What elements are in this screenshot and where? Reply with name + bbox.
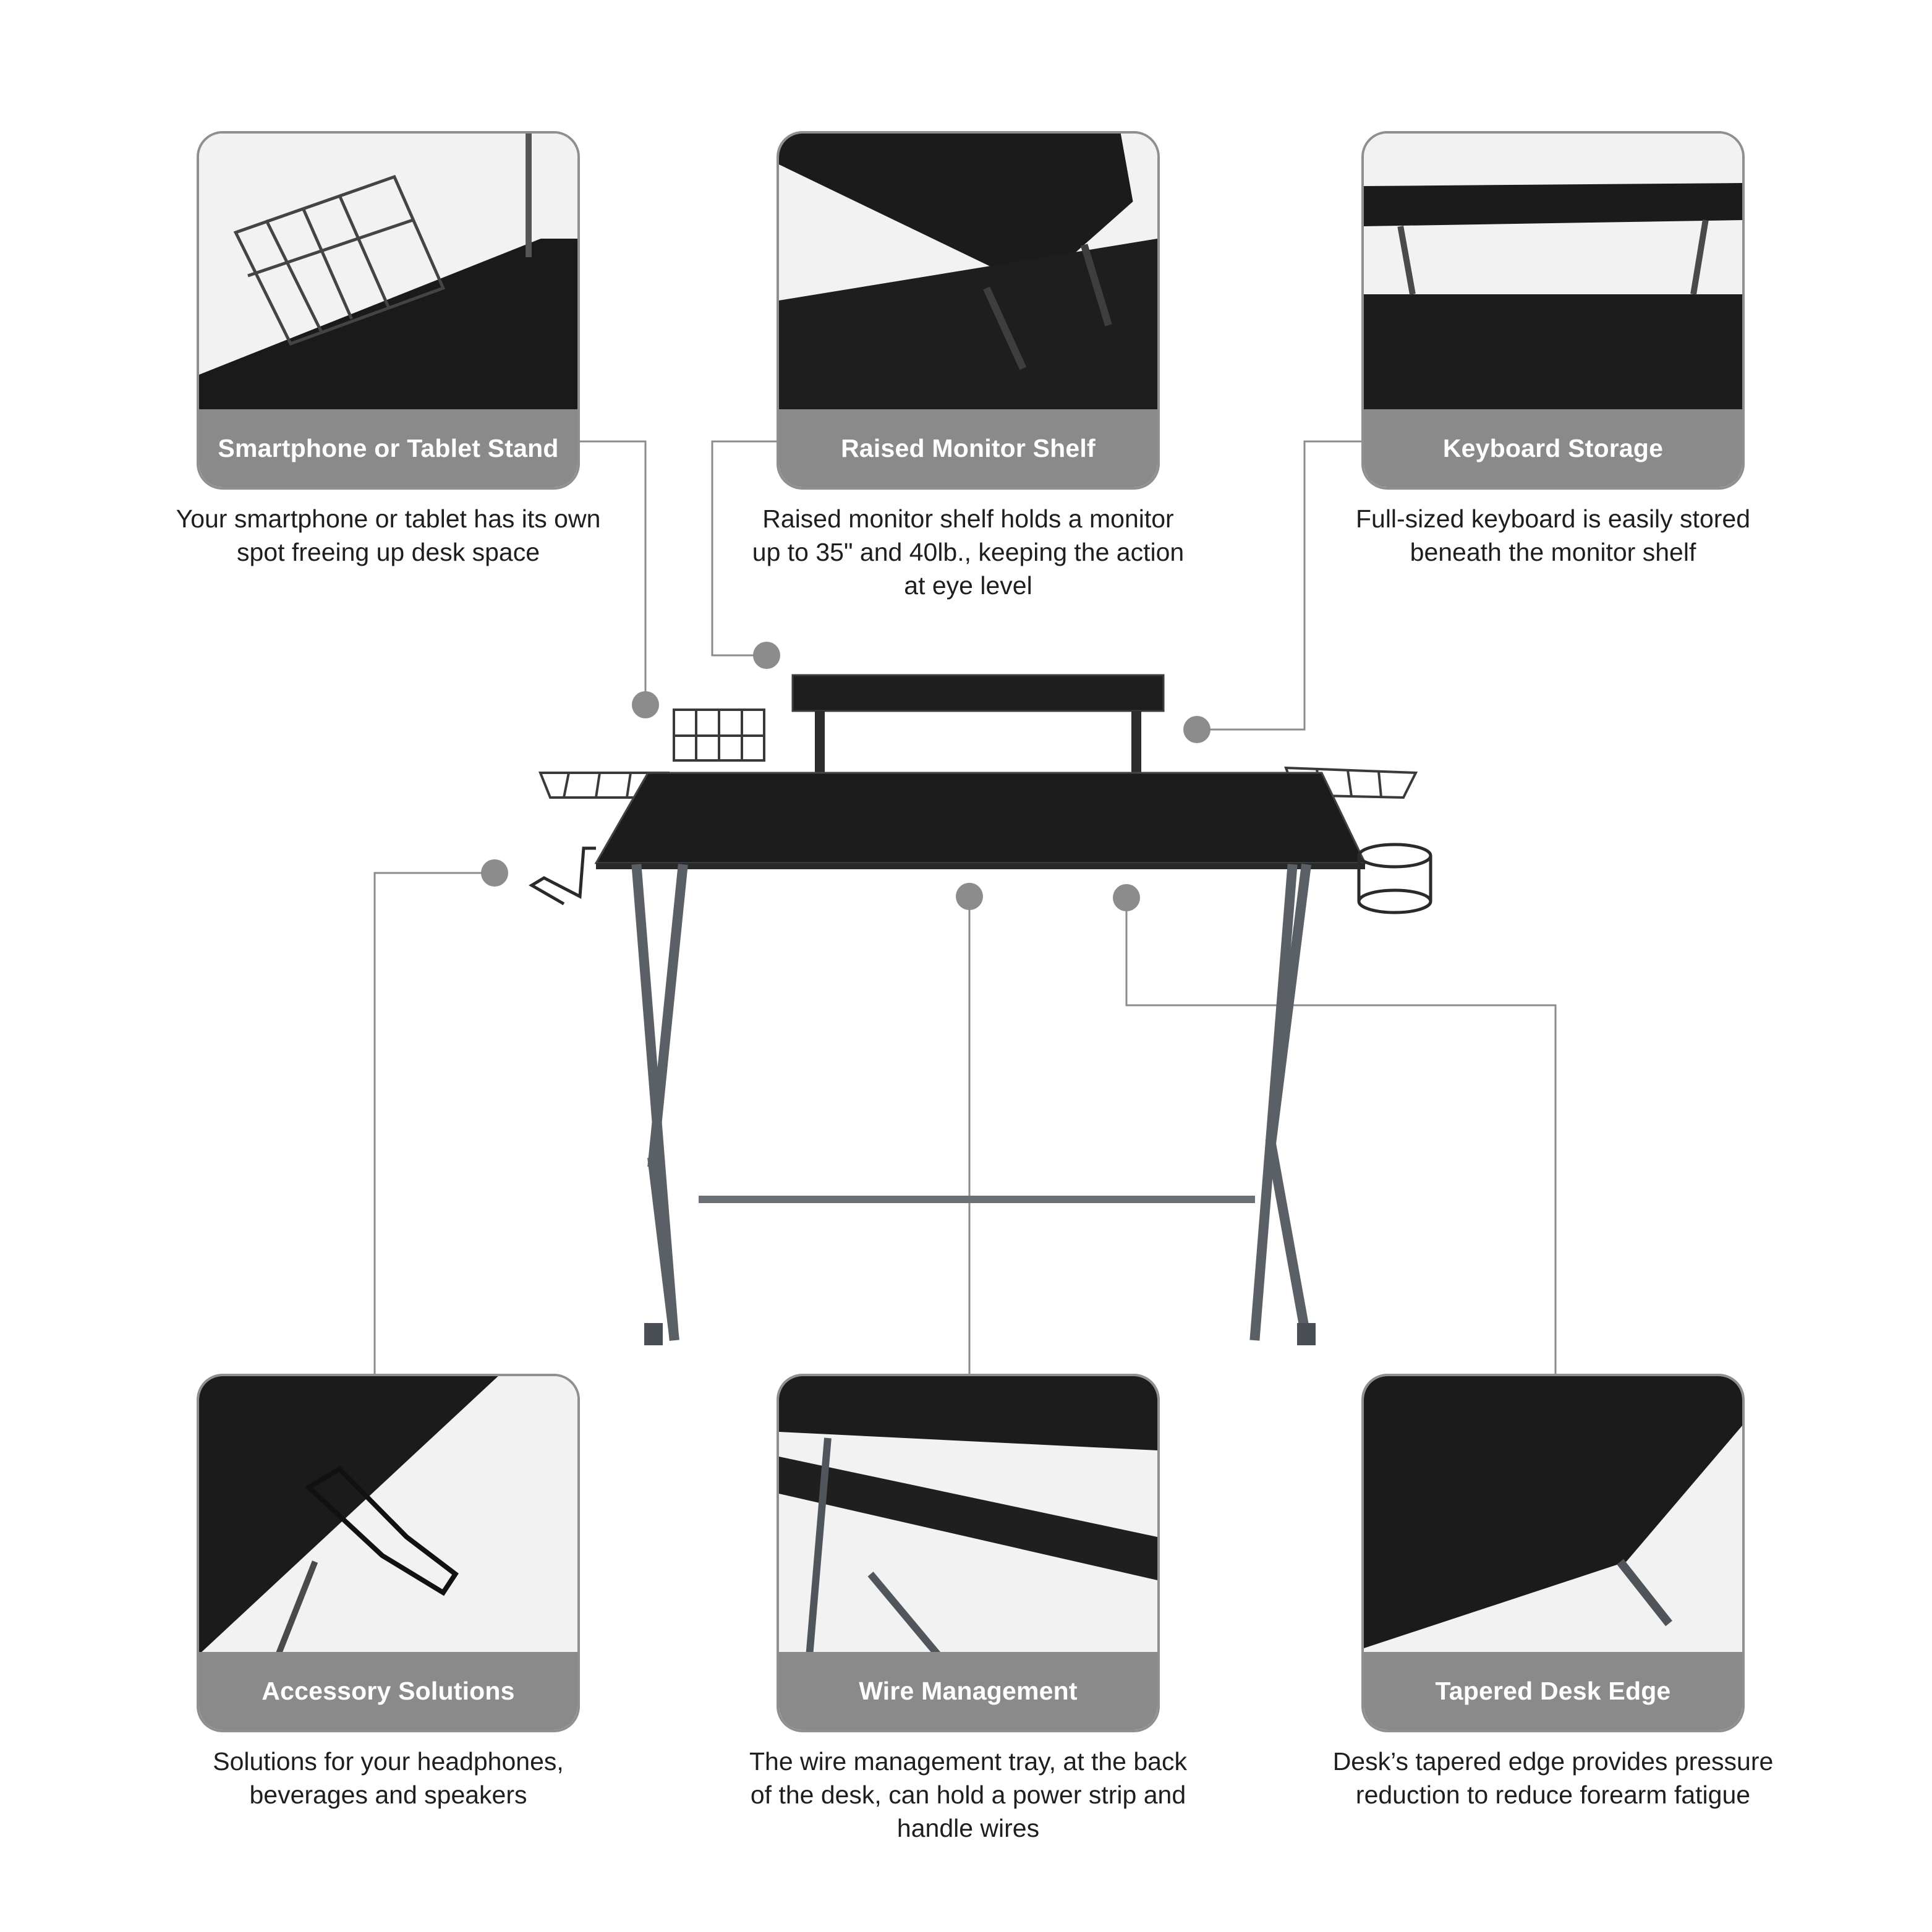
tapered-desk-edge-description: Desk’s tapered edge provides pressure re…: [1332, 1747, 1774, 1809]
feature-card-accessory-solutions: Accessory Solutions: [197, 1374, 580, 1732]
smartphone-stand-title: Smartphone or Tablet Stand: [199, 409, 577, 487]
smartphone-stand-description: Your smartphone or tablet has its own sp…: [176, 504, 601, 566]
feature-card-monitor-shelf: Raised Monitor Shelf: [777, 131, 1160, 490]
callout-dot-monitor-shelf: [753, 642, 780, 669]
feature-card-wire-management: Wire Management: [777, 1374, 1160, 1732]
wire-management-description: The wire management tray, at the back of…: [749, 1747, 1187, 1842]
keyboard-storage-photo: [1364, 134, 1742, 412]
feature-card-smartphone-stand: Smartphone or Tablet Stand: [197, 131, 580, 490]
feature-card-keyboard-storage: Keyboard Storage: [1361, 131, 1745, 490]
keyboard-storage-description: Full-sized keyboard is easily stored ben…: [1355, 504, 1751, 566]
callout-dot-tapered: [1113, 884, 1140, 911]
wire-management-photo: [779, 1376, 1157, 1654]
monitor-shelf-photo: [779, 134, 1157, 412]
accessory-solutions-title: Accessory Solutions: [199, 1652, 577, 1730]
keyboard-storage-title: Keyboard Storage: [1364, 409, 1742, 487]
smartphone-stand-photo: [199, 134, 577, 412]
callout-dot-keyboard: [1183, 716, 1211, 743]
tapered-desk-edge-photo: [1364, 1376, 1742, 1654]
monitor-shelf-title: Raised Monitor Shelf: [779, 409, 1157, 487]
monitor-shelf-description: Raised monitor shelf holds a monitor up …: [752, 504, 1185, 600]
callout-dot-wire: [956, 883, 983, 910]
feature-card-tapered-desk-edge: Tapered Desk Edge: [1361, 1374, 1745, 1732]
callout-dot-accessory: [481, 859, 508, 887]
accessory-solutions-photo: [199, 1376, 577, 1654]
tapered-desk-edge-title: Tapered Desk Edge: [1364, 1652, 1742, 1730]
wire-management-title: Wire Management: [779, 1652, 1157, 1730]
accessory-solutions-description: Solutions for your headphones, beverages…: [213, 1747, 564, 1809]
callout-dot-smartphone: [632, 691, 659, 718]
